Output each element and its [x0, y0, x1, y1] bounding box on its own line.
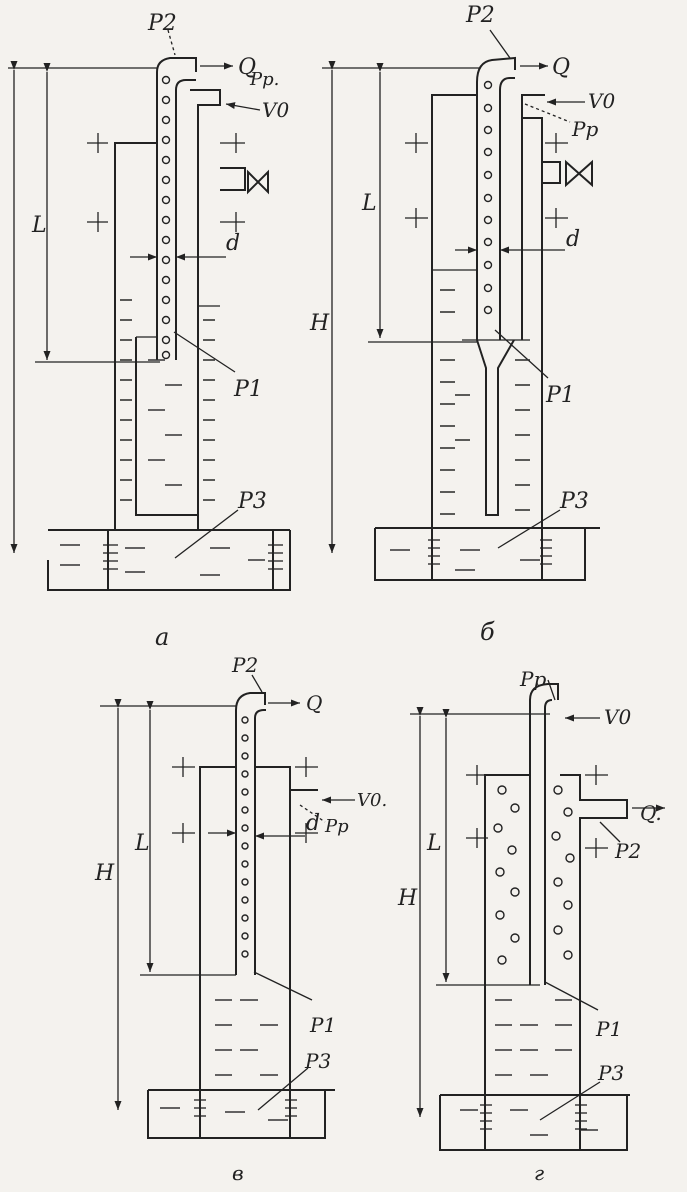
label-pp-a: Pp. — [249, 69, 279, 90]
label-p1-a: P1 — [233, 377, 263, 402]
label-v0-b: V0 — [588, 89, 615, 113]
label-v0-a: V0 — [262, 98, 289, 122]
label-pp-b: Pp — [571, 117, 598, 141]
label-p1-d: P1 — [595, 1017, 622, 1041]
caption-d: г — [534, 1161, 544, 1185]
label-l-b: L — [361, 191, 377, 216]
label-p1-b: P1 — [545, 383, 575, 408]
label-p2-d: P2 — [614, 839, 641, 863]
label-l-d: L — [426, 831, 442, 856]
label-p2-c: P2 — [231, 653, 258, 677]
label-pp-d: Pp — [519, 667, 546, 691]
label-l-a: L — [31, 213, 47, 238]
label-q-c: Q — [306, 691, 322, 715]
figure-c: P2 Q V0. Pp L d H P1 P3 в — [94, 653, 387, 1185]
label-v0-d: V0 — [604, 705, 631, 729]
label-p3-b: P3 — [559, 489, 589, 514]
label-p3-c: P3 — [304, 1049, 331, 1073]
label-l-c: L — [134, 831, 150, 856]
label-p2-a: P2 — [147, 11, 177, 36]
figure-b: P2 Q V0 Pp L d H P1 P3 б — [309, 3, 615, 646]
caption-a: а — [155, 623, 169, 651]
label-h-c: H — [94, 861, 115, 886]
caption-c: в — [232, 1161, 244, 1185]
label-p3-d: P3 — [597, 1061, 624, 1085]
label-pp-c: Pp — [324, 816, 349, 837]
label-q-d: Q. — [640, 801, 662, 825]
label-h-d: H — [397, 886, 418, 911]
label-q-a: Q — [238, 55, 256, 80]
label-p2-b: P2 — [465, 3, 495, 28]
caption-b: б — [480, 618, 495, 646]
label-d-c: d — [306, 811, 320, 836]
label-v0-c: V0. — [357, 790, 387, 811]
label-p1-c: P1 — [309, 1013, 336, 1037]
figure-a: P2 Q Pp. V0 L d P1 P3 а — [8, 11, 291, 651]
label-q-b: Q — [552, 55, 570, 80]
figure-d: Pp V0 Q. P2 L H P1 P3 г — [397, 667, 665, 1185]
label-h-b: H — [309, 311, 330, 336]
label-d-b: d — [566, 227, 580, 252]
label-p3-a: P3 — [237, 489, 267, 514]
label-d-a: d — [226, 231, 240, 256]
